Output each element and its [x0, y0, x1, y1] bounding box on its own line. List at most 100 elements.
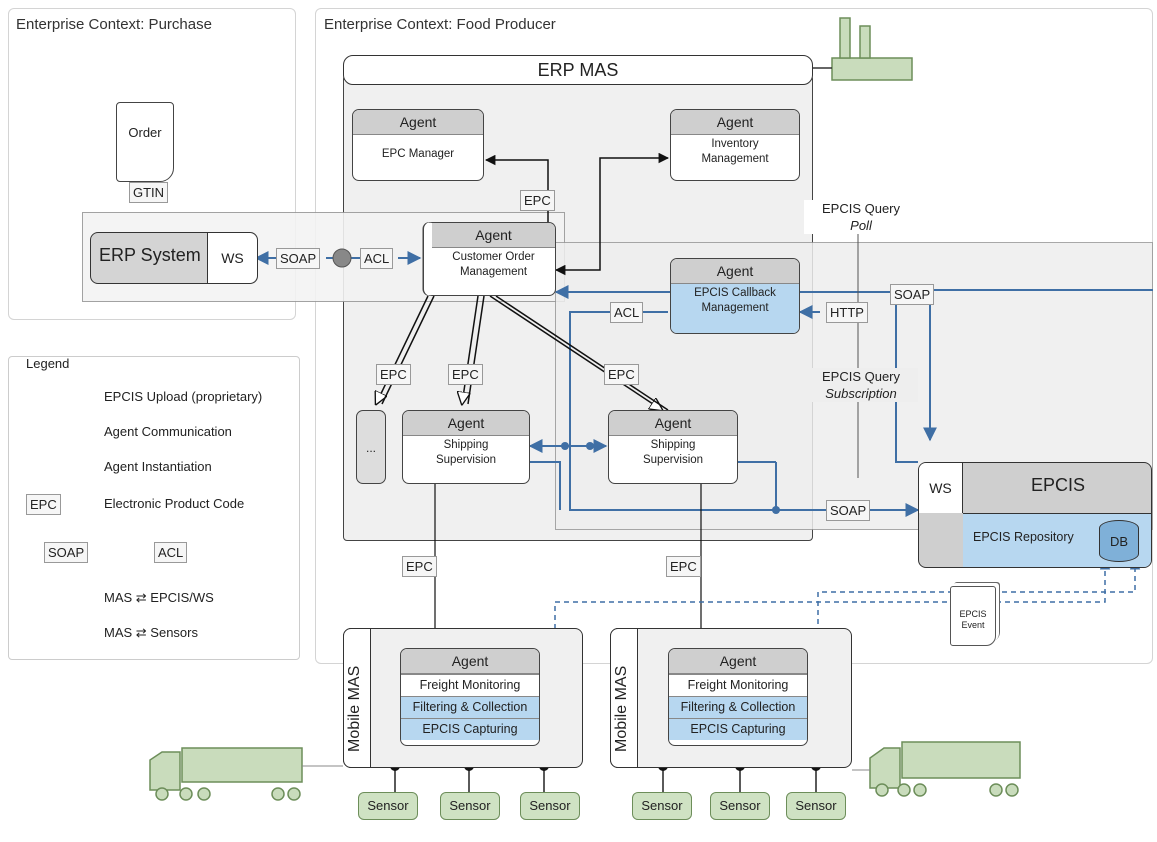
legend-mas-sensors: MAS ⇄ Sensors: [104, 625, 198, 640]
epcis-repository-label: EPCIS Repository: [973, 530, 1074, 544]
callback-line1: EPCIS Callback: [694, 287, 776, 299]
agent-epc-manager[interactable]: Agent EPC Manager: [352, 109, 484, 181]
agent-epcis-callback[interactable]: Agent EPCIS Callback Management: [670, 258, 800, 334]
agent-header: Agent: [609, 411, 737, 436]
query-sub-line1: EPCIS Query: [821, 369, 901, 384]
epc-tag-instantiate-3: EPC: [604, 364, 639, 385]
epc-tag-mobile-1: EPC: [402, 556, 437, 577]
sensor-4: Sensor: [632, 792, 692, 820]
order-label: Order: [128, 125, 162, 140]
sensor-3: Sensor: [520, 792, 580, 820]
freight-monitoring-row: Freight Monitoring: [401, 674, 539, 696]
mobile-mas-left-label: Mobile MAS: [346, 665, 363, 752]
query-subscription-label: EPCIS Query Subscription: [804, 368, 918, 402]
agent-header: Agent: [669, 649, 807, 674]
epcis-title: EPCIS: [1030, 475, 1086, 495]
epc-tag-instantiate-2: EPC: [448, 364, 483, 385]
shipping-to-soap: [530, 461, 561, 510]
legend-instantiation: Agent Instantiation: [104, 459, 212, 474]
epc-tag-stack: EPC: [520, 190, 555, 211]
query-poll-line2: Poll: [850, 218, 872, 233]
agent-header: Agent: [353, 110, 483, 135]
agent-freight-left[interactable]: Agent Freight Monitoring Filtering & Col…: [400, 648, 540, 746]
mobile-mas-right-label: Mobile MAS: [613, 665, 630, 752]
agent-more-label: ...: [365, 441, 376, 455]
agent-header: Agent: [671, 259, 799, 284]
legend-epc-desc: Electronic Product Code: [104, 496, 245, 511]
callback-http: [895, 302, 918, 463]
legend-acl-tag: ACL: [154, 542, 188, 563]
agent-shipping-2[interactable]: Agent Shipping Supervision: [608, 410, 738, 484]
callback-body: EPCIS Callback Management: [671, 284, 799, 333]
legend-title: Legend: [26, 356, 70, 371]
epc-tag-mobile-2: EPC: [666, 556, 701, 577]
order-document: Order: [116, 102, 174, 182]
agent-header: Agent: [401, 649, 539, 674]
soap-tag-callback: SOAP: [890, 284, 935, 305]
capturing-row: EPCIS Capturing: [401, 718, 539, 740]
event-line1: EPCIS: [959, 609, 987, 619]
mobile-mas-right-tab: [610, 628, 638, 768]
mobile-mas-left-tab: [343, 628, 371, 768]
com-to-inventory: [554, 152, 670, 276]
food-producer-context-title: Enterprise Context: Food Producer: [324, 16, 556, 33]
sensor-2: Sensor: [440, 792, 500, 820]
purchase-context-title: Enterprise Context: Purchase: [16, 16, 212, 33]
query-poll-label: EPCIS Query Poll: [804, 200, 918, 234]
shipping-line1: Shipping: [443, 439, 489, 451]
erp-system-ws: WS: [207, 233, 257, 283]
callback-line2: Management: [701, 302, 769, 314]
agent-shipping-1[interactable]: Agent Shipping Supervision: [402, 410, 530, 484]
filtering-row: Filtering & Collection: [401, 696, 539, 718]
customer-order-line2: Management: [459, 266, 528, 278]
erp-system-box: ERP System WS: [90, 232, 258, 284]
sensor-1: Sensor: [358, 792, 418, 820]
soap-to-customer-order: [923, 289, 1153, 442]
epcis-ws: WS: [919, 463, 963, 513]
legend-mas-epcis: MAS ⇄ EPCIS/WS: [104, 590, 214, 605]
database-icon: DB: [1099, 520, 1139, 562]
gtin-tag: GTIN: [129, 182, 169, 203]
epc-manager-label: EPC Manager: [381, 148, 455, 160]
epcis-box[interactable]: WS EPCIS EPCIS Repository DB: [918, 462, 1152, 568]
inventory-line2: Management: [701, 153, 769, 165]
truck-icon-right: [869, 741, 1021, 797]
shipping-line2: Supervision: [642, 454, 704, 466]
soap-tag-epcis: SOAP: [826, 500, 871, 521]
db-label: DB: [1109, 534, 1129, 549]
legend-upload: EPCIS Upload (proprietary): [104, 389, 263, 404]
agent-header: Agent: [403, 411, 529, 436]
legend-soap-tag: SOAP: [44, 542, 89, 563]
erp-system-label: ERP System: [99, 245, 201, 265]
sensor-5: Sensor: [710, 792, 770, 820]
shipping-line2: Supervision: [435, 454, 497, 466]
epcis-event-label: EPCIS Event: [951, 609, 995, 631]
query-poll-line1: EPCIS Query: [821, 201, 901, 216]
shipping-1-body: Shipping Supervision: [403, 436, 529, 470]
epcis-repository: EPCIS Repository DB: [963, 513, 1151, 567]
soap-tag-erp: SOAP: [276, 248, 321, 269]
legend-communication: Agent Communication: [104, 424, 232, 439]
http-tag: HTTP: [826, 302, 868, 323]
event-line2: Event: [961, 620, 985, 630]
agent-header: Agent: [432, 223, 555, 248]
inventory-body: Inventory Management: [671, 135, 799, 169]
truck-icon-left: [149, 747, 303, 801]
erp-ws-label: WS: [221, 250, 244, 266]
freight-monitoring-row: Freight Monitoring: [669, 674, 807, 696]
agent-freight-right[interactable]: Agent Freight Monitoring Filtering & Col…: [668, 648, 808, 746]
customer-order-line1: Customer Order: [452, 251, 535, 263]
agent-more[interactable]: ...: [356, 410, 386, 484]
shipping-line1: Shipping: [650, 439, 696, 451]
filtering-row: Filtering & Collection: [669, 696, 807, 718]
epcis-ws-label: WS: [929, 480, 952, 496]
com-to-epc-manager: [484, 154, 554, 250]
query-sub-line2: Subscription: [825, 386, 897, 401]
agent-inventory[interactable]: Agent Inventory Management: [670, 109, 800, 181]
agent-header: Agent: [671, 110, 799, 135]
epc-tag-instantiate-1: EPC: [376, 364, 411, 385]
agent-customer-order[interactable]: Agent Customer Order Management: [424, 222, 556, 296]
shipping-2-body: Shipping Supervision: [609, 436, 737, 470]
sensor-6: Sensor: [786, 792, 846, 820]
